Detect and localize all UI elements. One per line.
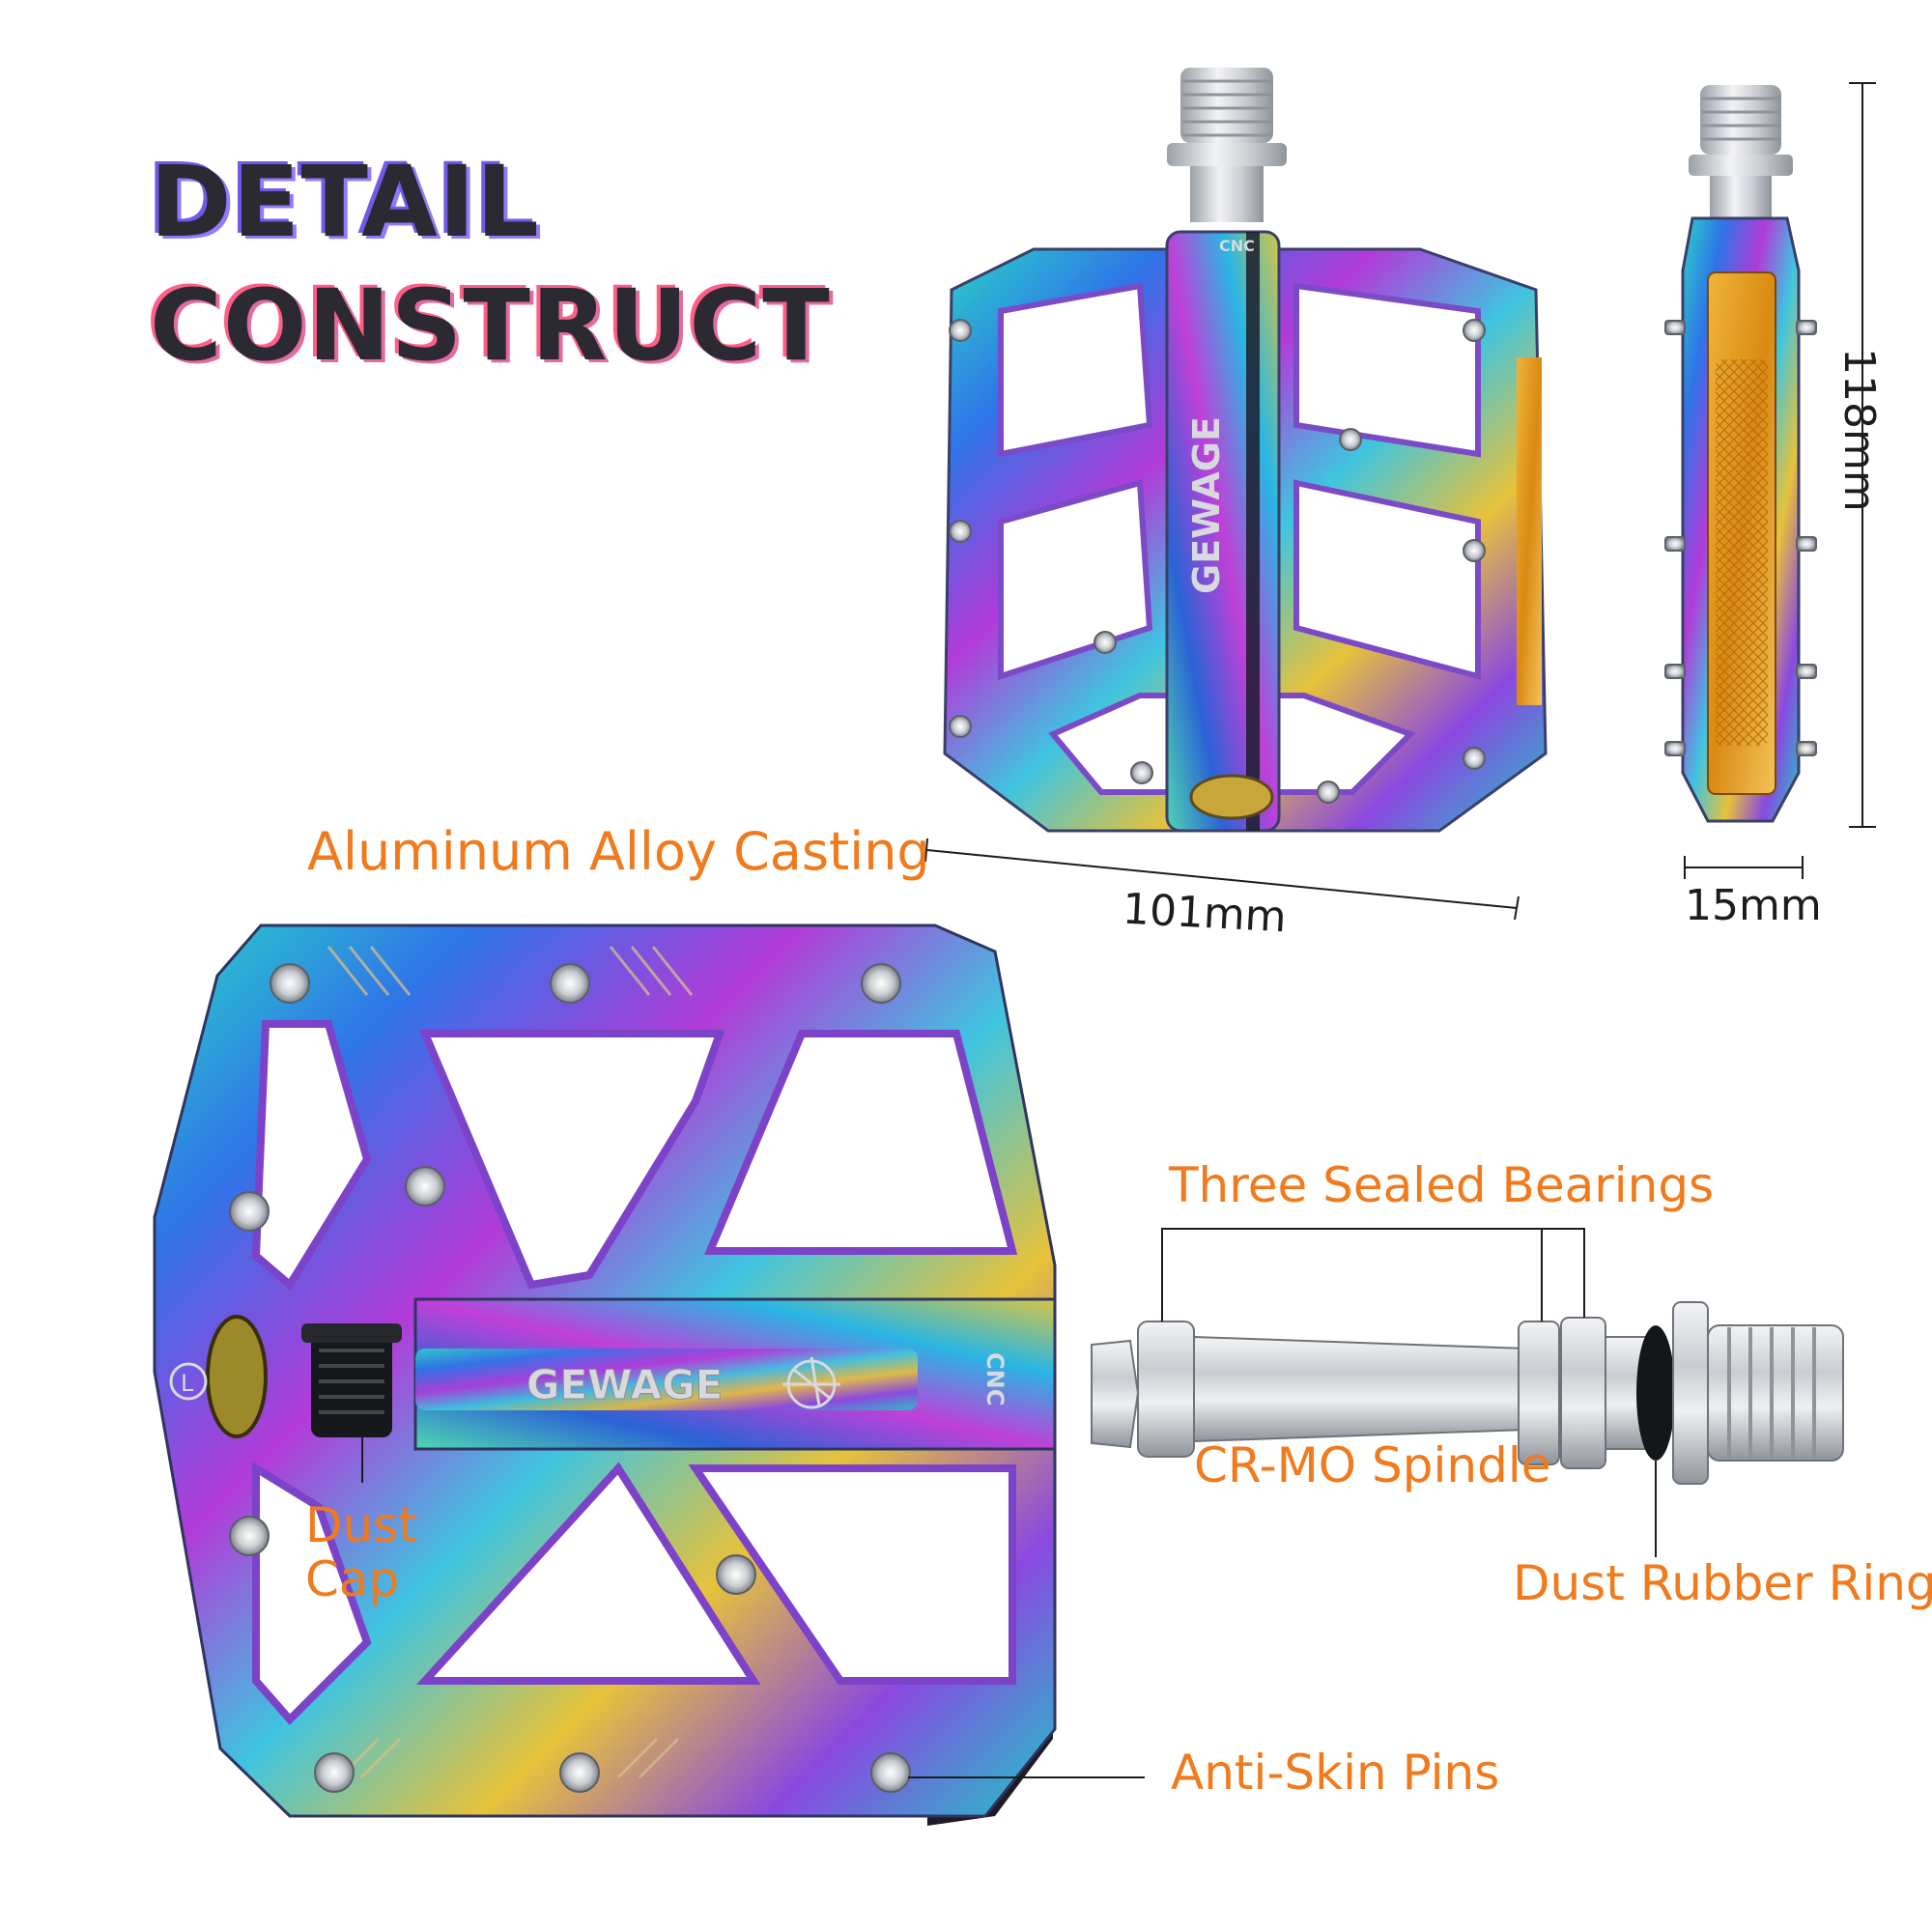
brand-logo-icon xyxy=(782,1356,840,1409)
top-view-pedal: CNC GEWAGE xyxy=(943,68,1548,833)
header-line-2: CONSTRUCT xyxy=(150,269,831,384)
top-cnc-text: CNC xyxy=(1219,237,1255,255)
main-pins xyxy=(229,963,911,1793)
top-spindle-thread xyxy=(1180,68,1273,143)
top-reflector xyxy=(1517,357,1542,705)
side-reflector xyxy=(1716,359,1768,746)
label-rubber-ring: Dust Rubber Ring xyxy=(1513,1555,1932,1611)
main-brand-text: GEWAGE xyxy=(526,1361,723,1408)
main-pedal: GEWAGE CNC L xyxy=(153,923,1057,1826)
dust-cap xyxy=(301,1323,402,1437)
dust-rubber-ring xyxy=(1636,1325,1675,1461)
label-bearings: Three Sealed Bearings xyxy=(1169,1157,1715,1213)
label-casting: Aluminum Alloy Casting xyxy=(307,821,930,882)
label-dust-cap-line-2: Cap xyxy=(305,1551,400,1607)
dim-height: 118mm xyxy=(1834,348,1884,512)
side-view-pedal xyxy=(1664,85,1817,823)
side-mark-text: L xyxy=(181,1370,194,1397)
dim-width: 101mm xyxy=(1121,884,1288,943)
side-pins xyxy=(1664,320,1817,756)
label-spindle: CR-MO Spindle xyxy=(1194,1437,1551,1493)
leader-lines xyxy=(361,1228,1657,1778)
label-dust-cap-line-1: Dust xyxy=(305,1497,417,1553)
label-pins: Anti-Skin Pins xyxy=(1171,1745,1500,1801)
top-pins xyxy=(949,319,1486,804)
header-line-1: DETAIL xyxy=(150,145,540,260)
dim-thickness: 15mm xyxy=(1685,881,1822,930)
spindle-thread xyxy=(1707,1324,1844,1462)
dimension-lines xyxy=(924,82,1876,921)
main-cnc-text: CNC xyxy=(981,1352,1009,1406)
top-brand-text: GEWAGE xyxy=(1185,416,1228,594)
spindle-assembly xyxy=(1091,1301,1844,1485)
spindle-shaft xyxy=(1193,1335,1527,1443)
